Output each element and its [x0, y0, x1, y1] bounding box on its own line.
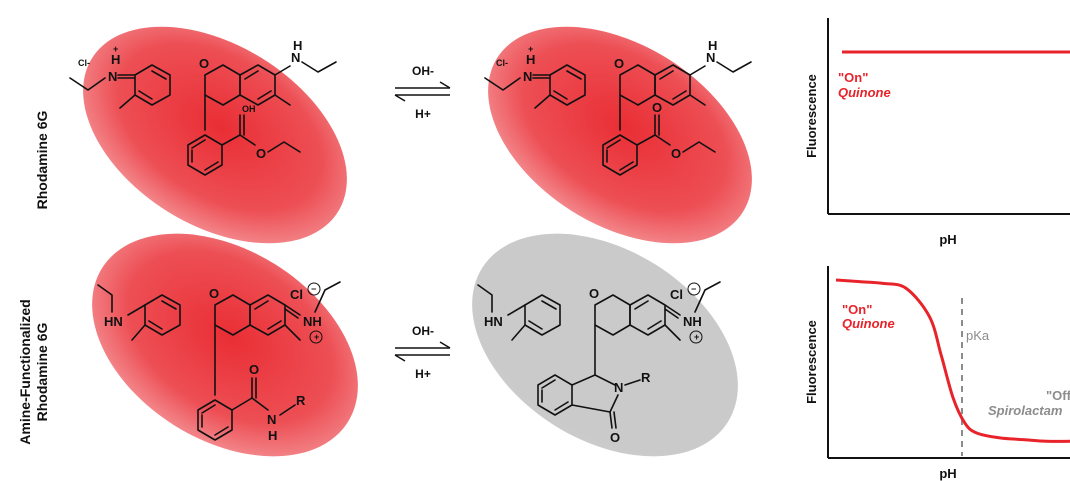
- atom-r: R: [641, 370, 651, 385]
- fluorescence-curve: [835, 278, 1070, 443]
- atom-h-left: H: [111, 52, 120, 67]
- atom-h-right: H: [708, 38, 717, 53]
- atom-o-carbonyl: O: [652, 100, 662, 115]
- equilibrium-arrows-top: OH- H+: [394, 64, 451, 121]
- atom-hn: HN: [484, 314, 503, 329]
- annotation-off: "Off": [1046, 388, 1070, 403]
- charge-minus: −: [691, 284, 696, 294]
- annotation-on: "On": [838, 70, 868, 85]
- chart-bottom: Fluorescence pH pKa "On" Quinone "Off" S…: [804, 266, 1070, 481]
- annotation-spirolactam: Spirolactam: [988, 403, 1063, 418]
- x-axis-label: pH: [939, 466, 956, 481]
- charge-plus: +: [113, 44, 118, 54]
- equilibrium-arrows-bottom: OH- H+: [394, 324, 451, 381]
- atom-hn: HN: [104, 314, 123, 329]
- charge-plus: +: [528, 44, 533, 54]
- atom-o-carbonyl: O: [610, 430, 620, 445]
- charge-plus: +: [694, 332, 699, 342]
- row-label-top: Rhodamine 6G: [34, 110, 50, 209]
- fluorescence-glow-red: [92, 233, 358, 457]
- arrow-label-h: H+: [415, 107, 431, 121]
- molecule-amine-functionalized-rhodamine-spirolactam: O HN NH + Cl − N R O: [472, 233, 738, 457]
- atom-h-left: H: [526, 52, 535, 67]
- molecule-rhodamine-6g: O N H + Cl- N H O O: [484, 26, 752, 244]
- molecule-rhodamine-6g-protonated: O N H + Cl- N H OH O: [69, 26, 347, 244]
- atom-nh: NH: [303, 314, 322, 329]
- atom-o-ester: O: [256, 146, 266, 161]
- atom-o-ester: O: [671, 146, 681, 161]
- atom-h-amide: H: [268, 428, 277, 443]
- row-label-bottom-line2: Rhodamine 6G: [34, 322, 50, 421]
- atom-n-right: N: [706, 50, 715, 65]
- atom-n-left: N: [108, 69, 117, 84]
- row-label-bottom-line1: Amine-Functionalized: [17, 299, 33, 444]
- non-fluorescent-glow-gray: [472, 233, 738, 457]
- atom-o: O: [209, 286, 219, 301]
- annotation-quinone: Quinone: [842, 316, 895, 331]
- atom-o: O: [589, 286, 599, 301]
- charge-minus: −: [311, 284, 316, 294]
- atom-n-right: N: [291, 50, 300, 65]
- annotation-on: "On": [842, 302, 872, 317]
- atom-n-lactam: N: [614, 380, 623, 395]
- charge-plus: +: [314, 332, 319, 342]
- counterion-cl: Cl-: [496, 58, 508, 68]
- atom-o: O: [199, 56, 209, 71]
- arrow-label-h: H+: [415, 367, 431, 381]
- atom-n-amide: N: [267, 412, 276, 427]
- atom-o-carbonyl: O: [249, 362, 259, 377]
- atom-oh-plus: OH: [242, 104, 256, 114]
- molecule-amine-functionalized-rhodamine-open: O HN NH + Cl − O N H R: [92, 233, 358, 457]
- chart-top: Fluorescence pH "On" Quinone: [804, 18, 1070, 247]
- fluorescence-glow-red: [83, 26, 347, 244]
- counterion-cl: Cl: [290, 287, 303, 302]
- atom-o: O: [614, 56, 624, 71]
- atom-h-right: H: [293, 38, 302, 53]
- arrow-label-oh: OH-: [412, 324, 434, 338]
- atom-n-left: N: [523, 69, 532, 84]
- atom-r: R: [296, 393, 306, 408]
- x-axis-label: pH: [939, 232, 956, 247]
- fluorescence-glow-red: [488, 26, 752, 244]
- arrow-label-oh: OH-: [412, 64, 434, 78]
- y-axis-label: Fluorescence: [804, 320, 819, 404]
- counterion-cl: Cl-: [78, 58, 90, 68]
- counterion-cl: Cl: [670, 287, 683, 302]
- y-axis-label: Fluorescence: [804, 74, 819, 158]
- atom-nh: NH: [683, 314, 702, 329]
- pka-label: pKa: [966, 328, 990, 343]
- annotation-quinone: Quinone: [838, 85, 891, 100]
